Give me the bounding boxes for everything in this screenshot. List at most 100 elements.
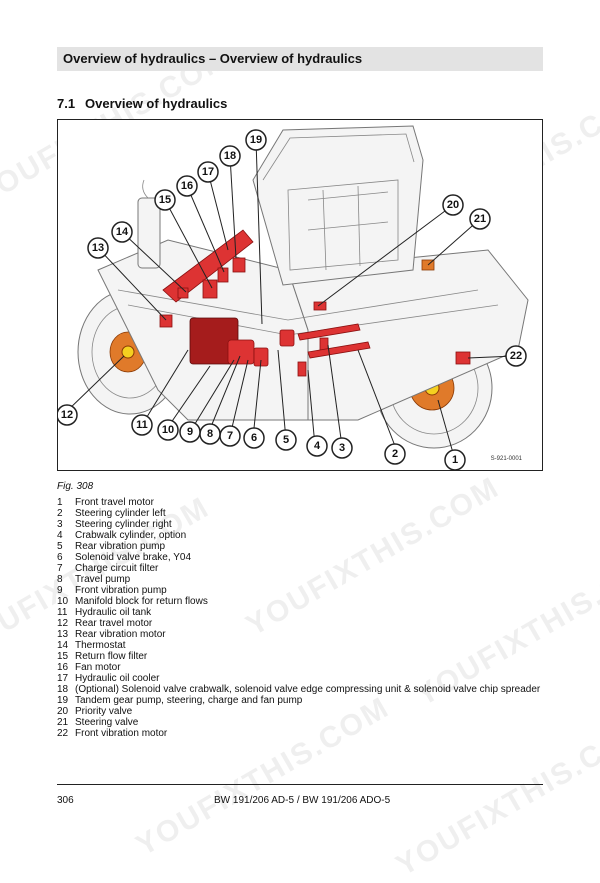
roller-illustration: 1 2 3 4 5 6 7 8 9 10 11 12 13 14 15 16 1…: [58, 125, 529, 470]
legend-text: Rear vibration motor: [75, 629, 166, 640]
svg-text:1: 1: [452, 454, 458, 466]
legend-item: 14 Thermostat: [57, 640, 543, 651]
legend-text: Front vibration pump: [75, 585, 167, 596]
legend-text: Thermostat: [75, 640, 126, 651]
legend-text: Fan motor: [75, 662, 121, 673]
legend-number: 8: [57, 574, 63, 585]
legend-item: 3 Steering cylinder right: [57, 519, 543, 530]
legend-number: 19: [57, 695, 69, 706]
legend-item: 5 Rear vibration pump: [57, 541, 543, 552]
legend-text: Steering cylinder right: [75, 519, 172, 530]
legend-item: 20 Priority valve: [57, 706, 543, 717]
front-vibration-motor-shape: [455, 351, 471, 365]
callout-13: 13: [87, 237, 109, 259]
svg-text:18: 18: [224, 150, 236, 162]
callout-10: 10: [157, 419, 179, 441]
callout-4: 4: [306, 435, 328, 457]
operator-cab: [252, 125, 424, 286]
legend-number: 20: [57, 706, 69, 717]
legend-number: 6: [57, 552, 63, 563]
svg-text:7: 7: [227, 430, 233, 442]
svg-text:22: 22: [510, 350, 522, 362]
leader-lines: [65, 139, 517, 461]
callout-6: 6: [243, 427, 265, 449]
legend-item: 4 Crabwalk cylinder, option: [57, 530, 543, 541]
legend-text: Hydraulic oil cooler: [75, 673, 160, 684]
callout-17: 17: [197, 161, 219, 183]
legend-text: (Optional) Solenoid valve crabwalk, sole…: [75, 684, 541, 695]
callout-11: 11: [131, 414, 153, 436]
svg-text:6: 6: [251, 432, 257, 444]
legend-number: 5: [57, 541, 63, 552]
legend-text: Return flow filter: [75, 651, 148, 662]
svg-text:10: 10: [162, 424, 174, 436]
svg-text:17: 17: [202, 166, 214, 178]
legend-number: 3: [57, 519, 63, 530]
callout-3: 3: [331, 437, 353, 459]
legend-number: 1: [57, 497, 63, 508]
legend-number: 21: [57, 717, 69, 728]
callout-7: 7: [219, 425, 241, 447]
header-title: Overview of hydraulics – Overview of hyd…: [63, 51, 363, 66]
svg-text:2: 2: [392, 448, 398, 460]
legend-item: 1 Front travel motor: [57, 497, 543, 508]
model-reference: BW 191/206 AD-5 / BW 191/206 ADO-5: [214, 795, 391, 806]
legend-text: Rear travel motor: [75, 618, 153, 629]
callout-2: 2: [384, 443, 406, 465]
callout-15: 15: [154, 189, 176, 211]
callout-8: 8: [199, 423, 221, 445]
callout-21: 21: [469, 208, 491, 230]
oil-cooler-shape: [162, 229, 254, 303]
legend-number: 4: [57, 530, 63, 541]
callout-16: 16: [176, 175, 198, 197]
legend-number: 14: [57, 640, 69, 651]
hydraulics-figure: 1 2 3 4 5 6 7 8 9 10 11 12 13 14 15 16 1…: [57, 119, 543, 471]
callout-5: 5: [275, 429, 297, 451]
legend-item: 13 Rear vibration motor: [57, 629, 543, 640]
svg-text:12: 12: [61, 409, 73, 421]
callout-22: 22: [505, 345, 527, 367]
callout-1: 1: [444, 449, 466, 470]
svg-text:16: 16: [181, 180, 193, 192]
section-number: 7.1: [57, 96, 76, 111]
legend-number: 10: [57, 596, 69, 607]
legend-number: 15: [57, 651, 69, 662]
legend-text: Rear vibration pump: [75, 541, 166, 552]
svg-text:5: 5: [283, 434, 289, 446]
legend-text: Steering valve: [75, 717, 139, 728]
legend-item: 12 Rear travel motor: [57, 618, 543, 629]
legend-number: 18: [57, 684, 69, 695]
legend-text: Manifold block for return flows: [75, 596, 208, 607]
legend-text: Crabwalk cylinder, option: [75, 530, 187, 541]
legend-text: Front travel motor: [75, 497, 154, 508]
figure-caption: Fig. 308: [57, 481, 94, 492]
svg-text:19: 19: [250, 134, 262, 146]
svg-text:8: 8: [207, 428, 213, 440]
svg-text:14: 14: [116, 226, 129, 238]
callout-12: 12: [58, 404, 78, 426]
svg-text:20: 20: [447, 199, 459, 211]
legend-item: 18 (Optional) Solenoid valve crabwalk, so…: [57, 684, 543, 695]
callout-9: 9: [179, 421, 201, 443]
legend-text: Priority valve: [75, 706, 133, 717]
legend-number: 22: [57, 728, 69, 739]
page-number: 306: [57, 795, 74, 806]
legend-text: Solenoid valve brake, Y04: [75, 552, 192, 563]
legend-number: 13: [57, 629, 69, 640]
callout-18: 18: [219, 145, 241, 167]
callout-14: 14: [111, 221, 133, 243]
header-bar: Overview of hydraulics – Overview of hyd…: [57, 47, 543, 71]
svg-text:9: 9: [187, 426, 193, 438]
svg-text:21: 21: [474, 213, 486, 225]
legend-number: 12: [57, 618, 69, 629]
svg-text:15: 15: [159, 194, 171, 206]
legend-text: Steering cylinder left: [75, 508, 166, 519]
